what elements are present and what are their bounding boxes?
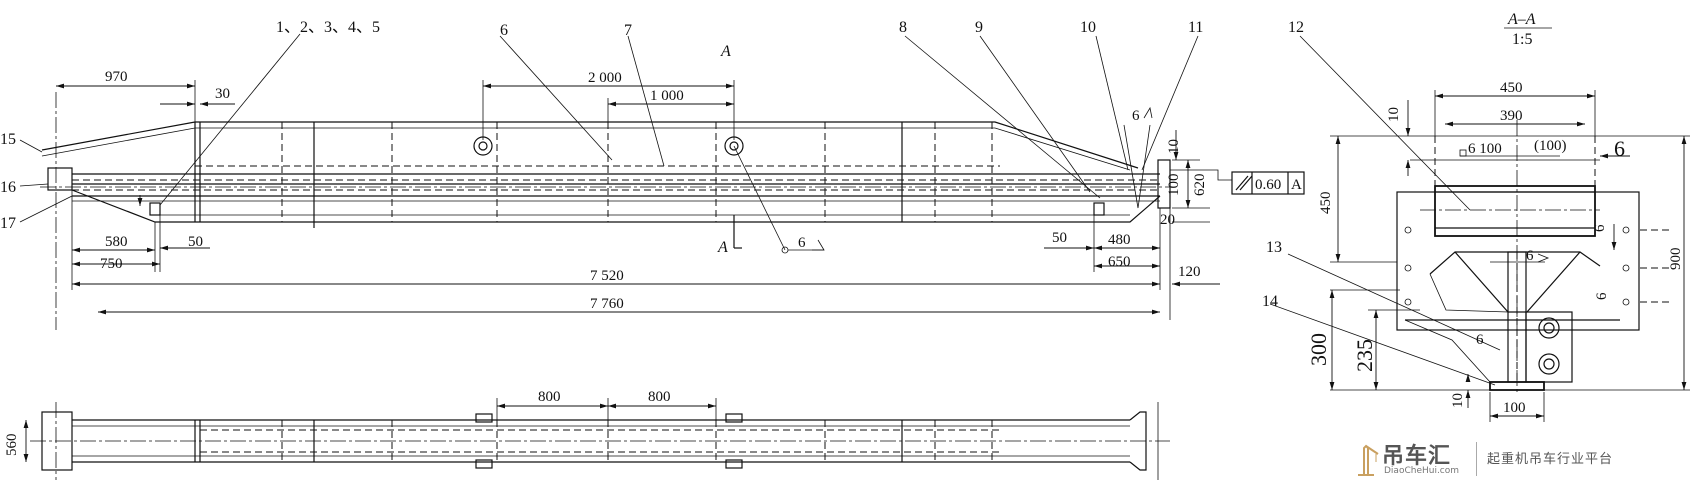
part-label-7: 7 [624, 22, 632, 39]
right-end-plate [1157, 159, 1171, 209]
sec-dim-450w: 450 [1500, 80, 1523, 96]
bottom-chord [71, 189, 1161, 223]
part-label-12: 12 [1288, 19, 1304, 36]
sec-dim-10-bottom: 10 [1450, 393, 1466, 408]
section-mark-top: A [720, 43, 731, 60]
dim-480: 480 [1108, 232, 1131, 248]
front-view: A A 1、2、3、4、5 6 7 8 9 10 11 15 16 17 [0, 19, 1305, 330]
sec-weld-6-mid: 6 [1526, 248, 1534, 264]
dim-50-left: 50 [188, 234, 203, 250]
part-label-1-5: 1、2、3、4、5 [276, 19, 380, 36]
dim-50-right: 50 [1052, 230, 1067, 246]
sec-dim-900: 900 [1668, 248, 1684, 271]
section-box-beam [1434, 185, 1596, 237]
tolerance-frame [1231, 171, 1305, 195]
weld-6-bottom: 6 [798, 235, 806, 251]
dim-7760: 7 760 [590, 296, 624, 312]
watermark-site: DiaoCheHui.com [1384, 466, 1460, 476]
dim-580: 580 [105, 234, 128, 250]
dim-620: 620 [1192, 174, 1208, 197]
part-label-15: 15 [0, 131, 16, 148]
part-label-11: 11 [1188, 19, 1203, 36]
watermark: 吊车汇 DiaoCheHui.com 起重机吊车行业平台 [1352, 438, 1682, 484]
sec-dim-300: 300 [1306, 333, 1331, 366]
section-hole-upper [1538, 317, 1560, 339]
section-title: A–A [1507, 11, 1536, 28]
crane-logo-icon [1358, 444, 1379, 476]
sec-dim-10-top: 10 [1386, 107, 1402, 122]
watermark-brand: 吊车汇 [1382, 444, 1452, 469]
section-hole-lower [1538, 353, 1560, 375]
watermark-tagline: 起重机吊车行业平台 [1487, 452, 1614, 467]
top-view: 800 800 560 [4, 389, 1170, 480]
section-mark-bottom: A [717, 239, 728, 256]
part-label-8: 8 [899, 19, 907, 36]
sec-weld-6-large: 6 [1614, 136, 1625, 161]
dim-750: 750 [100, 256, 123, 272]
dim-800-left: 800 [538, 389, 561, 405]
watermark-separator [1476, 442, 1477, 476]
sec-weld-main: 6 100 [1468, 141, 1502, 157]
part-label-17: 17 [0, 215, 16, 232]
part-label-14: 14 [1262, 293, 1278, 310]
dim-1000: 1 000 [650, 88, 684, 104]
dim-100-vert: 100 [1166, 174, 1182, 197]
sec-dim-100: 100 [1503, 400, 1526, 416]
dim-30: 30 [215, 86, 230, 102]
top-view-stiffeners [194, 420, 993, 462]
part-leaders [19, 33, 1199, 254]
part-label-16: 16 [0, 179, 16, 196]
part-label-6: 6 [500, 22, 508, 39]
sec-weld-6-right: 6 [1592, 224, 1608, 232]
part-label-13: 13 [1266, 239, 1282, 256]
section-outer-frame [1396, 191, 1640, 331]
left-end-plate [47, 167, 73, 191]
tolerance-value: 0.60 [1255, 177, 1281, 193]
part-label-10: 10 [1080, 19, 1096, 36]
dim-560: 560 [4, 434, 20, 457]
sec-weld-6-low: 6 [1476, 332, 1484, 348]
tolerance-ref: A [1291, 177, 1302, 193]
sec-dim-450h: 450 [1318, 192, 1334, 215]
sec-weld-6-right-low: 6 [1594, 292, 1610, 300]
part-label-9: 9 [975, 19, 983, 36]
weld-6-top: 6 [1132, 108, 1140, 124]
section-scale: 1:5 [1512, 31, 1532, 48]
dim-10-vert: 10 [1166, 139, 1182, 154]
stiffeners [194, 122, 993, 228]
dim-650: 650 [1108, 254, 1131, 270]
dim-2000: 2 000 [588, 70, 622, 86]
dim-7520: 7 520 [590, 268, 624, 284]
dim-800-right: 800 [648, 389, 671, 405]
top-chord [41, 121, 1139, 169]
dim-970: 970 [105, 69, 128, 85]
section-a-a: A–A 1:5 [1262, 11, 1690, 422]
sec-dim-390: 390 [1500, 108, 1523, 124]
sec-weld-paren: (100) [1534, 138, 1567, 154]
front-dimensions: 970 30 2 000 1 000 580 750 50 50 480 [55, 69, 1305, 320]
sec-dim-235: 235 [1352, 339, 1377, 372]
dim-120: 120 [1178, 264, 1201, 280]
dim-20: 20 [1160, 212, 1175, 228]
